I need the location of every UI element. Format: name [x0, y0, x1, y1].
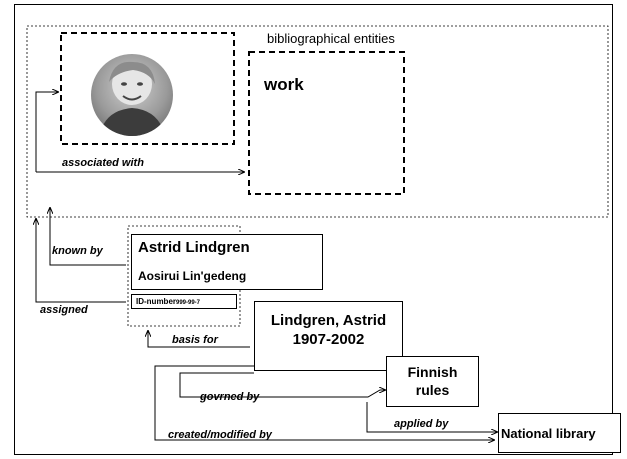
applied-by-label: applied by — [394, 418, 449, 430]
entities-region — [26, 25, 609, 218]
known-by-label: known by — [52, 245, 103, 257]
person-photo — [91, 54, 173, 136]
work-label: work — [264, 75, 304, 94]
connector-line — [154, 365, 494, 440]
applied-by-arrow — [366, 402, 497, 432]
person-region — [60, 32, 235, 145]
agency-box: National library — [498, 413, 621, 453]
known-by-arrow — [50, 208, 126, 266]
assigned-arrow — [36, 219, 126, 303]
name-box: Astrid Lindgren Aosirui Lin'gedeng — [131, 234, 323, 290]
id-number: 999-99-7 — [176, 300, 201, 306]
access-point-line2: 1907-2002 — [292, 331, 365, 348]
basis-for-label: basis for — [172, 334, 218, 346]
governed-by-arrow — [179, 372, 385, 398]
name-text: Astrid Lindgren — [138, 239, 250, 256]
rules-line1: Finnish — [407, 364, 458, 380]
access-point-line1: Lindgren, Astrid — [270, 312, 387, 329]
agency-text: National library — [501, 426, 596, 441]
assigned-label: assigned — [40, 304, 88, 316]
rules-line2: rules — [415, 382, 450, 398]
entities-label: bibliographical entities — [267, 31, 395, 46]
id-box: ID-number999-99-7 — [131, 294, 237, 309]
associated-with-label: associated with — [62, 157, 144, 169]
rules-box: Finnish rules — [386, 356, 479, 407]
id-prefix: ID-number — [136, 297, 176, 306]
associated-with-arrow — [35, 92, 58, 172]
name-variant-text: Aosirui Lin'gedeng — [138, 269, 247, 283]
outer-frame — [14, 4, 613, 455]
basis-for-arrow — [148, 331, 250, 348]
work-region — [248, 51, 405, 195]
access-point-box: Lindgren, Astrid 1907-2002 — [254, 301, 403, 371]
created-modified-by-label: created/modified by — [168, 429, 272, 441]
portrait-icon — [99, 61, 165, 136]
governed-by-label: govrned by — [200, 391, 260, 403]
